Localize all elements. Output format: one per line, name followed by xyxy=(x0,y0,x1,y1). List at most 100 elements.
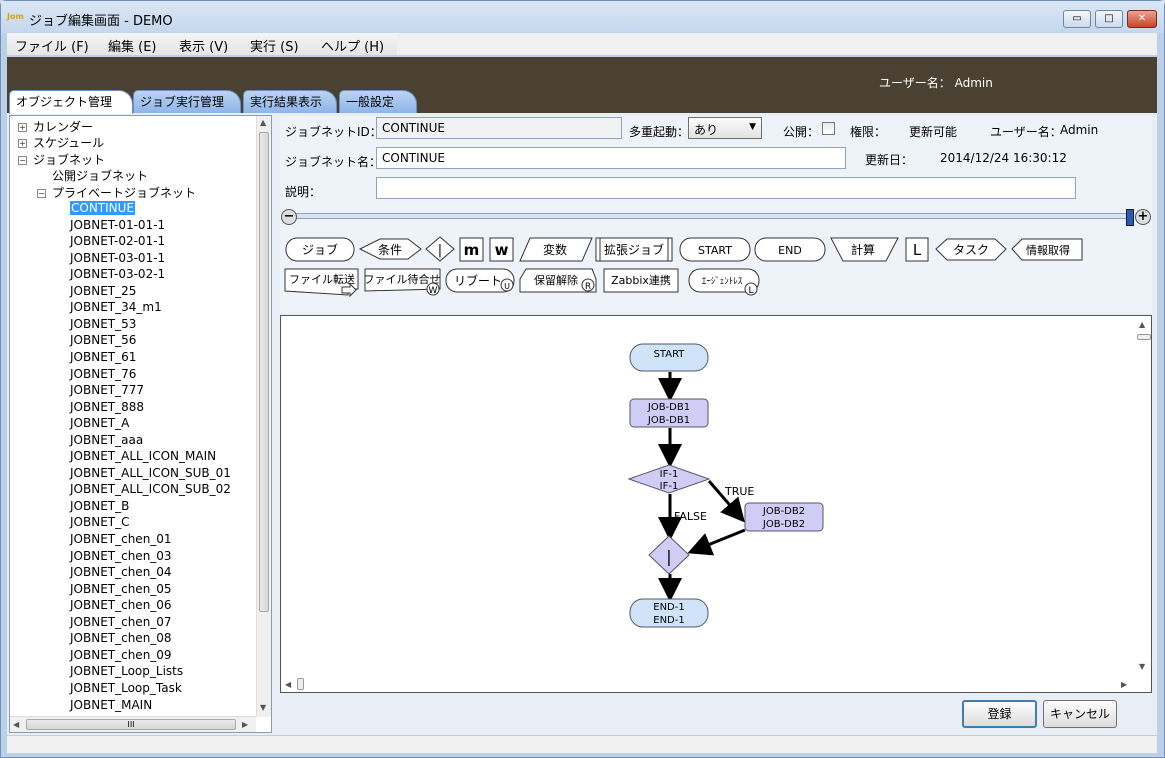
tab-general-settings[interactable]: 一般設定 xyxy=(339,90,417,114)
palette-info-get[interactable]: 情報取得 xyxy=(1011,238,1083,261)
scroll-thumb[interactable] xyxy=(1137,334,1151,340)
scroll-left-icon[interactable]: ◀ xyxy=(285,680,292,689)
tree-item-jobnet[interactable]: JOBNET_chen_06 xyxy=(70,598,172,612)
palette-task[interactable]: タスク xyxy=(935,238,1007,261)
tree-item-jobnet[interactable]: JOBNET_25 xyxy=(70,284,136,298)
palette-zabbix[interactable]: Zabbix連携 xyxy=(603,268,679,293)
tree-item-jobnet[interactable]: JOBNET_MAIN xyxy=(70,698,152,712)
menu-help[interactable]: ヘルプ (H) xyxy=(321,40,385,55)
scroll-thumb[interactable]: III xyxy=(26,719,236,730)
tree-item-jobnet[interactable]: JOBNET-03-02-1 xyxy=(70,267,165,281)
expand-icon[interactable]: + xyxy=(18,139,27,148)
close-button[interactable]: ✕ xyxy=(1127,10,1157,28)
cancel-button[interactable]: キャンセル xyxy=(1043,700,1117,728)
palette-loop-start-icon[interactable]: m xyxy=(459,237,484,262)
tree-item-jobnet[interactable]: JOBNET_chen_01 xyxy=(70,532,172,546)
tree-item-jobnet[interactable]: JOBNET_B xyxy=(70,499,129,513)
tree-node-public-jobnet[interactable]: 公開ジョブネット xyxy=(52,167,148,184)
menu-run[interactable]: 実行 (S) xyxy=(250,40,299,55)
flow-node-end[interactable]: END-1 END-1 xyxy=(629,598,709,628)
palette-calculation[interactable]: 計算 xyxy=(830,237,899,262)
palette-extended-job[interactable]: 拡張ジョブ xyxy=(595,237,673,262)
tree-item-jobnet[interactable]: JOBNET_34_m1 xyxy=(70,300,162,314)
tree-item-jobnet[interactable]: JOBNET_777 xyxy=(70,383,144,397)
jobnet-name-field[interactable]: CONTINUE xyxy=(376,147,846,169)
tree-item-jobnet[interactable]: JOBNET_C xyxy=(70,515,129,529)
tree-vertical-scrollbar[interactable]: ▲ ▼ xyxy=(256,116,271,717)
tree-item-jobnet[interactable]: JOBNET-01-01-1 xyxy=(70,218,165,232)
menu-edit[interactable]: 編集 (E) xyxy=(108,40,157,55)
canvas-horizontal-scrollbar[interactable]: ◀ ▶ xyxy=(281,676,1137,692)
tree-item-jobnet[interactable]: JOBNET_Loop_Task xyxy=(70,681,182,695)
tree-item-jobnet[interactable]: JOBNET-02-01-1 xyxy=(70,234,165,248)
palette-merge-icon[interactable]: | xyxy=(425,236,455,262)
menu-file[interactable]: ファイル (F) xyxy=(15,40,89,55)
tree-item-jobnet[interactable]: JOBNET-03-01-1 xyxy=(70,251,165,265)
maximize-button[interactable]: □ xyxy=(1095,10,1123,28)
tree-item-jobnet[interactable]: JOBNET_chen_05 xyxy=(70,582,172,596)
tree-item-jobnet[interactable]: JOBNET_61 xyxy=(70,350,136,364)
scroll-down-icon[interactable]: ▼ xyxy=(1139,662,1146,671)
scroll-down-icon[interactable]: ▼ xyxy=(260,703,267,712)
tree-item-jobnet[interactable]: JOBNET_chen_08 xyxy=(70,631,172,645)
palette-file-wait[interactable]: W ファイル待合せ xyxy=(364,268,441,296)
tab-job-execution[interactable]: ジョブ実行管理 xyxy=(133,90,241,114)
scroll-left-icon[interactable]: ◀ xyxy=(13,720,20,729)
tree-item-jobnet[interactable]: JOBNET_ALL_ICON_SUB_02 xyxy=(70,482,231,496)
tree-item-jobnet[interactable]: JOBNET_888 xyxy=(70,400,144,414)
flow-node-if[interactable]: IF-1 IF-1 xyxy=(627,464,711,494)
palette-condition[interactable]: 条件 xyxy=(358,238,422,260)
scroll-up-icon[interactable]: ▲ xyxy=(1139,320,1146,329)
palette-start[interactable]: START xyxy=(679,237,751,262)
tree-node-jobnet[interactable]: −ジョブネット xyxy=(18,151,105,168)
tree-item-jobnet[interactable]: JOBNET_A xyxy=(70,416,129,430)
palette-end-loop-icon[interactable]: L xyxy=(905,237,929,262)
tree-item-jobnet[interactable]: JOBNET_chen_04 xyxy=(70,565,172,579)
scroll-thumb[interactable] xyxy=(297,678,304,690)
scroll-right-icon[interactable]: ▶ xyxy=(242,720,249,729)
flow-node-job1[interactable]: JOB-DB1 JOB-DB1 xyxy=(629,398,709,428)
tree-item-jobnet[interactable]: JOBNET_chen_09 xyxy=(70,648,172,662)
tab-results[interactable]: 実行結果表示 xyxy=(243,90,337,114)
tree-item-jobnet[interactable]: JOBNET_chen_07 xyxy=(70,615,172,629)
zoom-in-icon[interactable]: + xyxy=(1135,209,1151,225)
multi-start-select[interactable]: あり ▼ xyxy=(688,117,762,139)
tree-item-jobnet[interactable]: JOBNET_aaa xyxy=(70,433,143,447)
tree-item-jobnet[interactable]: JOBNET_chen_03 xyxy=(70,549,172,563)
canvas-vertical-scrollbar[interactable]: ▲ ▼ xyxy=(1135,316,1151,678)
tree-item-jobnet[interactable]: JOBNET_ALL_ICON_MAIN xyxy=(70,449,216,463)
description-field[interactable] xyxy=(376,177,1076,199)
minimize-button[interactable]: ▭ xyxy=(1063,10,1091,28)
tree-horizontal-scrollbar[interactable]: ◀ III ▶ xyxy=(10,716,256,732)
expand-icon[interactable]: + xyxy=(18,123,27,132)
tree-item-jobnet[interactable]: JOBNET_56 xyxy=(70,333,136,347)
zoom-slider[interactable] xyxy=(291,213,1131,219)
scroll-up-icon[interactable]: ▲ xyxy=(260,118,267,127)
zoom-slider-thumb[interactable] xyxy=(1126,209,1134,226)
palette-loop-end-icon[interactable]: w xyxy=(489,237,514,262)
tree-item-jobnet[interactable]: JOBNET_76 xyxy=(70,367,136,381)
tree-item-jobnet[interactable]: CONTINUE xyxy=(70,201,136,215)
flow-node-job2[interactable]: JOB-DB2 JOB-DB2 xyxy=(744,502,824,532)
flow-node-merge[interactable]: | xyxy=(648,535,690,575)
palette-end[interactable]: END xyxy=(754,237,826,262)
palette-job[interactable]: ジョブ xyxy=(285,237,355,262)
palette-reboot[interactable]: U リブート xyxy=(445,268,515,293)
menu-view[interactable]: 表示 (V) xyxy=(179,40,229,55)
flow-node-start[interactable]: START xyxy=(629,343,709,372)
scroll-right-icon[interactable]: ▶ xyxy=(1121,680,1128,689)
register-button[interactable]: 登録 xyxy=(962,700,1037,728)
tree-item-jobnet[interactable]: JOBNET_ALL_ICON_SUB_01 xyxy=(70,466,231,480)
flow-canvas[interactable]: START JOB-DB1 JOB-DB1 IF-1 IF-1 TRUE FAL… xyxy=(280,315,1152,693)
tree-node-calendar[interactable]: +カレンダー xyxy=(18,118,93,135)
collapse-icon[interactable]: − xyxy=(18,156,27,165)
palette-agentless[interactable]: L ｴｰｼﾞｪﾝﾄﾚｽ xyxy=(688,268,760,296)
collapse-icon[interactable]: − xyxy=(37,189,46,198)
jobnet-id-field[interactable]: CONTINUE xyxy=(376,117,622,139)
scroll-thumb[interactable] xyxy=(259,132,269,612)
tree-item-jobnet[interactable]: JOBNET_53 xyxy=(70,317,136,331)
tab-object-management[interactable]: オブジェクト管理 xyxy=(9,90,133,114)
tree-node-private-jobnet[interactable]: −プライベートジョブネット xyxy=(37,184,196,201)
zoom-out-icon[interactable]: − xyxy=(281,209,297,225)
palette-file-transfer[interactable]: ファイル転送 xyxy=(284,268,359,298)
